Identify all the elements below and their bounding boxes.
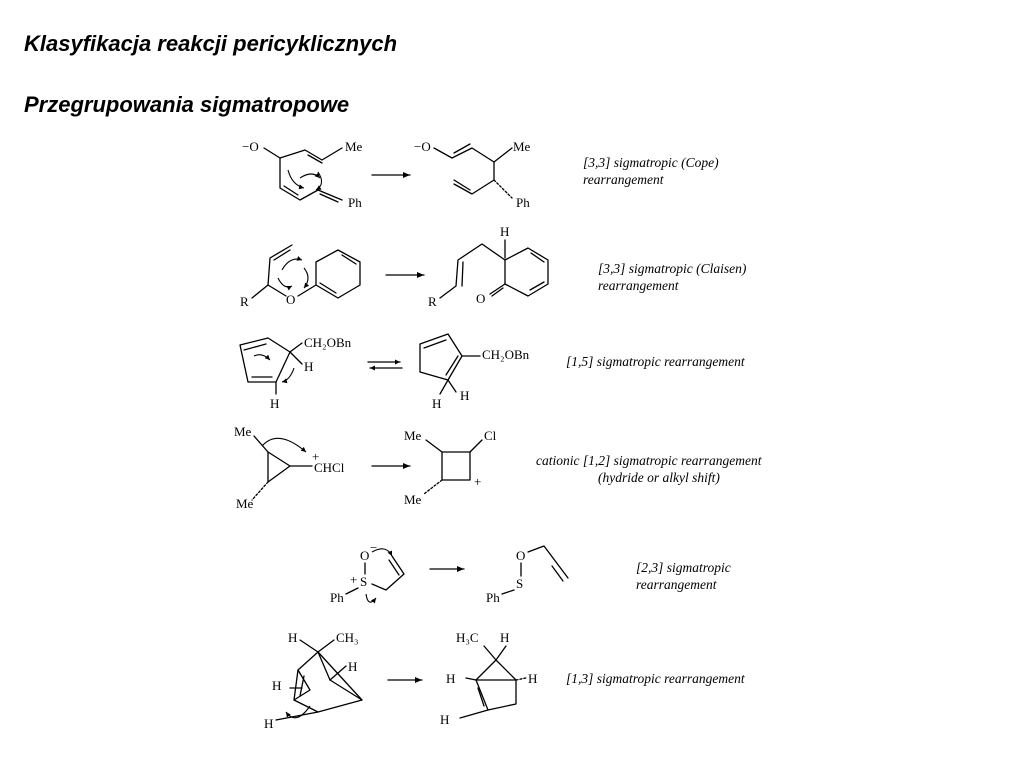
one-three-reactant-h-label: H bbox=[288, 630, 297, 645]
claisen-product-h-label: H bbox=[500, 224, 509, 239]
one-three-reactant: H CH₃ H H H bbox=[264, 630, 363, 731]
claisen-product-o-label: O bbox=[476, 291, 485, 306]
one-five-product-h2-label: H bbox=[432, 396, 441, 411]
two-three-product-s-label: S bbox=[516, 576, 523, 591]
cationic-reactant-chcl-label: CHCl bbox=[314, 460, 345, 475]
one-three-description: [1,3] sigmatropic rearrangement bbox=[566, 671, 746, 686]
one-three-reactant-h3-label: H bbox=[272, 678, 281, 693]
cope-reactant-ph-label: Ph bbox=[348, 195, 362, 210]
two-three-product-o-label: O bbox=[516, 548, 525, 563]
reaction-one-three: H CH₃ H H H H₃C H H H H bbox=[264, 630, 746, 731]
cationic-product-cl-label: Cl bbox=[484, 428, 497, 443]
cationic-reactant-me-label: Me bbox=[234, 424, 252, 439]
one-five-product-h-label: H bbox=[460, 388, 469, 403]
one-five-description: [1,5] sigmatropic rearrangement bbox=[566, 354, 746, 369]
one-five-product: CH₂OBn H H bbox=[419, 333, 530, 411]
reaction-cope: −O Me Ph −O Me Ph [3,3] sigmatropic (Cop… bbox=[242, 139, 719, 210]
cope-reactant-me-label: Me bbox=[345, 139, 363, 154]
cationic-description: cationic [1,2] sigmatropic rearrangement… bbox=[536, 453, 763, 485]
cope-description-line-2: rearrangement bbox=[583, 172, 665, 187]
claisen-reactant-o-label: O bbox=[286, 292, 295, 307]
cationic-description-line-1: cationic [1,2] sigmatropic rearrangement bbox=[536, 453, 763, 468]
page-title: Klasyfikacja reakcji pericyklicznych bbox=[24, 31, 398, 56]
one-three-product-h2-label: H bbox=[446, 671, 455, 686]
two-three-reactant-o-label: O bbox=[360, 548, 369, 563]
one-three-product: H₃C H H H H bbox=[440, 630, 537, 727]
cationic-reactant-me2-label: Me bbox=[236, 496, 254, 511]
claisen-description-line-2: rearrangement bbox=[598, 278, 680, 293]
reaction-one-five: CH₂OBn H H CH₂OBn H H [1,5] s bbox=[239, 333, 746, 411]
cope-product-ph-label: Ph bbox=[516, 195, 530, 210]
cope-reactant: −O Me Ph bbox=[242, 139, 363, 210]
two-three-description-line-2: rearrangement bbox=[636, 577, 718, 592]
reaction-two-three: O − + S Ph O S Ph [2,3] sigmatropic rear… bbox=[330, 540, 731, 605]
cope-product-me-label: Me bbox=[513, 139, 531, 154]
cationic-product-me2-label: Me bbox=[404, 492, 422, 507]
two-three-product-ph-label: Ph bbox=[486, 590, 500, 605]
two-three-reactant-s-label: S bbox=[360, 574, 367, 589]
cationic-reactant-plus-label: + bbox=[312, 449, 319, 464]
cope-reactant-oxide-label: −O bbox=[242, 139, 259, 154]
one-three-reactant-h4-label: H bbox=[264, 716, 273, 731]
claisen-description-line-1: [3,3] sigmatropic (Claisen) bbox=[598, 261, 747, 276]
one-three-product-h3-label: H bbox=[528, 671, 537, 686]
cope-product-oxide-label: −O bbox=[414, 139, 431, 154]
one-five-reactant-h2-label: H bbox=[270, 396, 279, 411]
cope-description: [3,3] sigmatropic (Cope) rearrangement bbox=[583, 155, 719, 187]
two-three-reactant: O − + S Ph bbox=[330, 540, 405, 605]
cationic-description-line-2: (hydride or alkyl shift) bbox=[598, 470, 720, 485]
claisen-reactant: R O bbox=[240, 244, 361, 309]
one-five-reactant-ch2obn-label: CH₂OBn bbox=[304, 335, 352, 350]
cationic-reactant: Me + CHCl Me bbox=[234, 424, 345, 511]
cope-product: −O Me Ph bbox=[414, 139, 531, 210]
two-three-product: O S Ph bbox=[486, 545, 569, 605]
reaction-claisen: R O H R O [3,3] sigmatropi bbox=[240, 224, 747, 309]
claisen-description: [3,3] sigmatropic (Claisen) rearrangemen… bbox=[598, 261, 747, 293]
cope-description-line-1: [3,3] sigmatropic (Cope) bbox=[583, 155, 719, 170]
one-three-reactant-h2-label: H bbox=[348, 659, 357, 674]
one-five-reactant-h-label: H bbox=[304, 359, 313, 374]
one-three-reactant-ch3-label: CH₃ bbox=[336, 630, 359, 645]
two-three-description-line-1: [2,3] sigmatropic bbox=[636, 560, 731, 575]
one-five-product-ch2obn-label: CH₂OBn bbox=[482, 347, 530, 362]
one-three-product-h-label: H bbox=[500, 630, 509, 645]
page-subtitle: Przegrupowania sigmatropowe bbox=[24, 92, 350, 117]
reaction-cationic-one-two: Me + CHCl Me Me Cl + Me cationic [1,2] s… bbox=[234, 424, 763, 511]
one-five-reactant: CH₂OBn H H bbox=[239, 335, 352, 411]
two-three-reactant-minus-label: − bbox=[370, 540, 377, 555]
one-five-arrow bbox=[367, 359, 403, 371]
claisen-product-r-label: R bbox=[428, 294, 437, 309]
two-three-reactant-ph-label: Ph bbox=[330, 590, 344, 605]
one-three-product-h3c-label: H₃C bbox=[456, 630, 479, 645]
cationic-product-plus-label: + bbox=[474, 474, 481, 489]
claisen-reactant-r-label: R bbox=[240, 294, 249, 309]
two-three-description: [2,3] sigmatropic rearrangement bbox=[636, 560, 731, 592]
cationic-product: Me Cl + Me bbox=[404, 428, 497, 507]
cationic-product-me-label: Me bbox=[404, 428, 422, 443]
two-three-reactant-plus-label: + bbox=[350, 572, 357, 587]
claisen-product: H R O bbox=[428, 224, 549, 309]
one-three-product-h4-label: H bbox=[440, 712, 449, 727]
